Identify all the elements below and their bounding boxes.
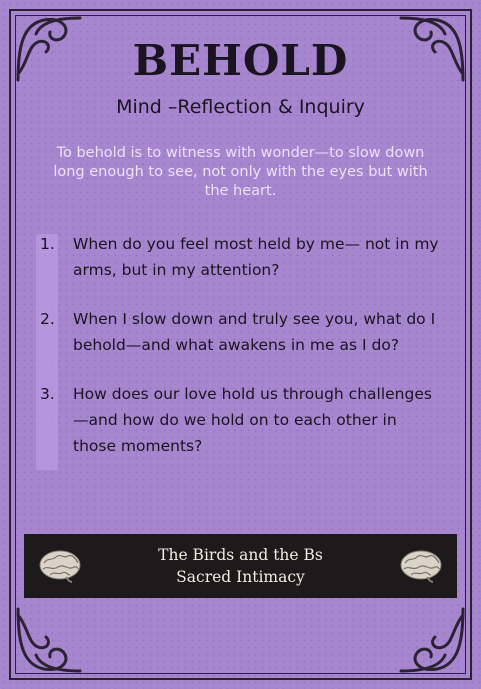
question-text: How does our love hold us through challe… [73,385,432,455]
corner-flourish-icon [16,16,82,82]
question-number: 3. [40,385,55,403]
question-text: When do you feel most held by me— not in… [73,235,439,279]
footer-deck-name: Sacred Intimacy [176,568,305,586]
question-list: 1. When do you feel most held by me— not… [40,231,443,482]
footer-banner: The Birds and the Bs Sacred Intimacy [24,534,457,598]
corner-flourish-icon [399,607,465,673]
card-subtitle: Mind –Reflection & Inquiry [116,96,365,118]
question-text: When I slow down and truly see you, what… [73,310,436,354]
brain-icon [39,550,81,583]
list-item: 1. When do you feel most held by me— not… [40,231,443,283]
question-number: 2. [40,310,55,328]
footer-brand: The Birds and the Bs [158,546,323,564]
question-accent-bar [36,234,58,470]
list-item: 2. When I slow down and truly see you, w… [40,306,443,358]
corner-flourish-icon [399,16,465,82]
list-item: 3. How does our love hold us through cha… [40,381,443,459]
brain-icon [400,550,442,583]
footer-text: The Birds and the Bs Sacred Intimacy [24,544,457,588]
question-number: 1. [40,235,55,253]
card-intro: To behold is to witness with wonder—to s… [53,145,428,199]
corner-flourish-icon [16,607,82,673]
card-title: BEHOLD [132,36,349,85]
